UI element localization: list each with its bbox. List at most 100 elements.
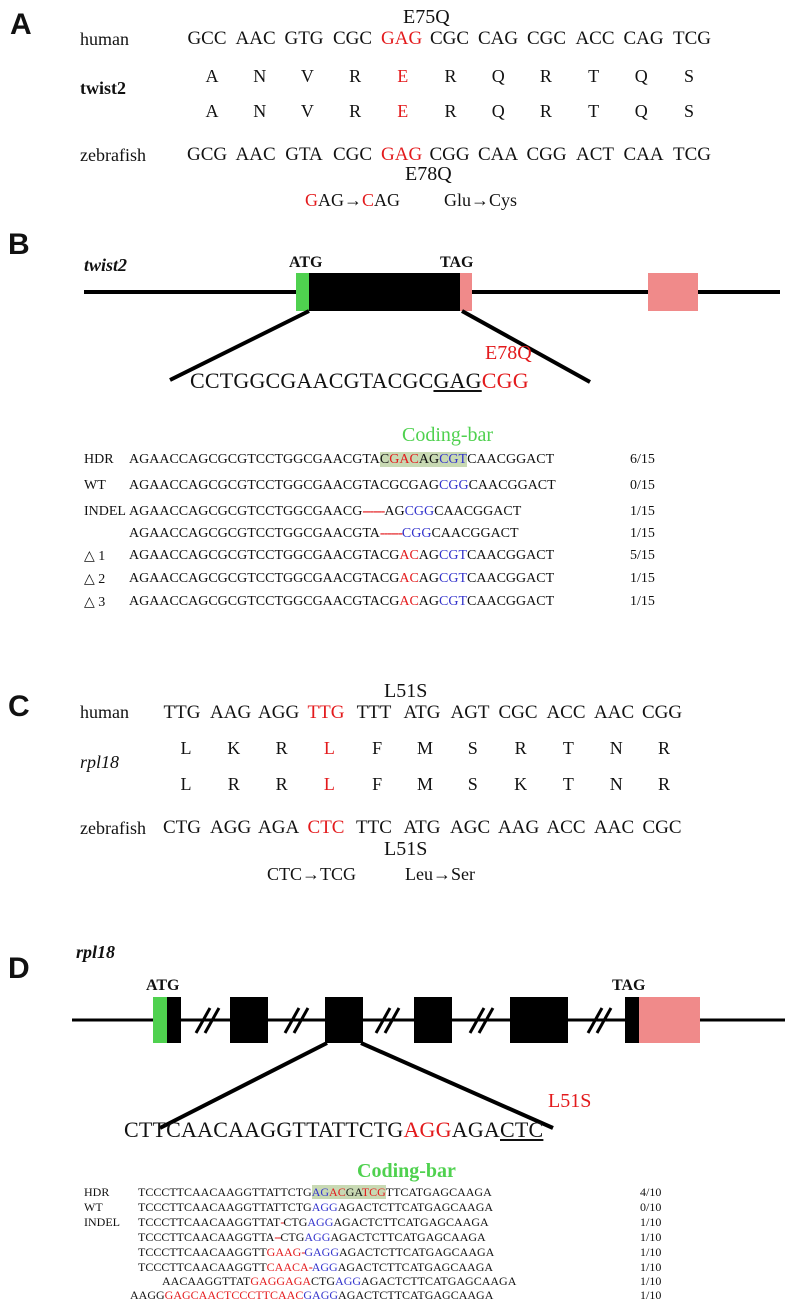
twist2-gene-structure xyxy=(84,273,780,384)
row-fraction-b-2: 1/15 xyxy=(630,504,655,519)
alignment-row-hdr-d: TCCCTTCAACAAGGTTATTCTGAGACGATCGTTCATGAGC… xyxy=(138,1185,492,1199)
zoom-line-right xyxy=(360,1041,554,1130)
human-aa-7: R xyxy=(539,66,552,86)
zoom-line-right xyxy=(461,309,591,384)
zebrafish-codon-c-7: AAG xyxy=(498,817,540,838)
alignment-row-7-d: AACAAGGTTATGAGGAGACTGAGGAGACTCTTCATGAGCA… xyxy=(162,1274,517,1288)
panel-label-c: C xyxy=(8,690,30,723)
zebrafish-aa-c-3: L xyxy=(323,774,335,794)
stop-codon-label: TAG xyxy=(440,254,474,271)
coding-bar-label-b: Coding-bar xyxy=(402,424,494,446)
zebrafish-aa-c-9: N xyxy=(609,774,623,794)
zebrafish-aa-8: T xyxy=(588,101,600,121)
human-codon-c-9: AAC xyxy=(594,702,635,723)
human-codon-c-6: AGT xyxy=(450,702,490,723)
zebrafish-codon-9: CAA xyxy=(623,144,664,165)
mutation-label-human-c: L51S xyxy=(384,680,428,702)
species-label-human: human xyxy=(80,29,129,49)
row-fraction-d-7: 1/10 xyxy=(640,1288,662,1302)
gene-name-rpl18: rpl18 xyxy=(76,942,116,962)
zebrafish-aa-c-6: S xyxy=(467,774,478,794)
zebrafish-aa-c-4: F xyxy=(372,774,383,794)
human-codon-5: CGC xyxy=(429,28,470,49)
panel-label-d: D xyxy=(8,952,30,985)
start-codon-label: ATG xyxy=(289,254,323,271)
row-label-d-1: WT xyxy=(84,1200,103,1214)
human-aa-4: E xyxy=(397,66,409,86)
mutation-label-human: E75Q xyxy=(403,6,450,28)
zebrafish-codon-c-6: AGC xyxy=(450,817,491,838)
human-aa-c-8: T xyxy=(562,738,574,758)
zebrafish-aa-2: V xyxy=(300,101,314,121)
human-codon-4: GAG xyxy=(381,28,423,49)
zebrafish-aa-1: N xyxy=(253,101,267,121)
human-aa-c-3: L xyxy=(323,738,335,758)
human-codon-c-8: ACC xyxy=(546,702,586,723)
zebrafish-codon-8: ACT xyxy=(576,144,614,165)
row-fraction-b-4: 5/15 xyxy=(630,548,655,563)
alignment-row-6-d: TCCCTTCAACAAGGTTCAACA-AGGAGACTCTTCATGAGC… xyxy=(138,1260,494,1274)
mutation-label-d: L51S xyxy=(548,1090,592,1112)
human-aa-8: T xyxy=(588,66,600,86)
stop-codon-label-d: TAG xyxy=(612,977,646,994)
species-label-human-c: human xyxy=(80,702,129,722)
alignment-row-indel1: AGAACCAGCGCGTCCTGGCGAACG------AGCGGCAACG… xyxy=(129,504,522,519)
zoom-line-left xyxy=(159,1041,328,1130)
human-aa-10: S xyxy=(683,66,694,86)
zebrafish-codon-4: GAG xyxy=(381,144,423,165)
zebrafish-codon-c-9: AAC xyxy=(594,817,635,838)
human-codon-10: TCG xyxy=(673,28,711,49)
rpl18-exon5 xyxy=(510,997,568,1043)
species-label-zebrafish: zebrafish xyxy=(80,145,146,165)
human-codon-9: CAG xyxy=(623,28,664,49)
rpl18-utr5 xyxy=(153,997,167,1043)
human-codon-2: GTG xyxy=(284,28,324,49)
row-label-b-1: WT xyxy=(84,478,106,493)
alignment-row-wt-d: TCCCTTCAACAAGGTTATTCTGAGGAGACTCTTCATGAGC… xyxy=(138,1200,494,1214)
rpl18-exon3 xyxy=(325,997,363,1043)
human-codon-0: GCC xyxy=(187,28,227,49)
human-codon-c-5: ATG xyxy=(403,702,441,723)
human-codon-c-2: AGG xyxy=(258,702,300,723)
target-sequence-b: CCTGGCGAACGTACGCGAGCGG xyxy=(190,368,529,393)
row-label-b-2: INDEL xyxy=(84,504,126,519)
species-label-zebrafish-c: zebrafish xyxy=(80,818,146,838)
rpl18-intron-breaks xyxy=(194,1007,613,1034)
zebrafish-aa-c-0: L xyxy=(180,774,192,794)
row-fraction-d-0: 4/10 xyxy=(640,1185,662,1199)
alignment-row-wt: AGAACCAGCGCGTCCTGGCGAACGTACGCGAGCGGCAACG… xyxy=(129,478,556,493)
panel-label-a: A xyxy=(10,8,32,41)
human-aa-0: A xyxy=(205,66,219,86)
mutation-label-zebrafish: E78Q xyxy=(405,163,452,185)
zebrafish-codon-c-4: TTC xyxy=(356,817,392,838)
panel-label-b: B xyxy=(8,228,30,261)
human-aa-c-2: R xyxy=(275,738,288,758)
human-codon-8: ACC xyxy=(575,28,615,49)
rpl18-utr3 xyxy=(639,997,700,1043)
start-codon-label-d: ATG xyxy=(146,977,180,994)
alignment-row-4-d: TCCCTTCAACAAGGTTA--CTGAGGAGACTCTTCATGAGC… xyxy=(138,1230,486,1244)
human-aa-6: Q xyxy=(491,66,505,86)
human-codon-c-10: CGG xyxy=(642,702,683,723)
row-fraction-d-6: 1/10 xyxy=(640,1274,662,1288)
zebrafish-codon-10: TCG xyxy=(673,144,711,165)
alignment-row-hdr: AGAACCAGCGCGTCCTGGCGAACGTACGACAGCGTCAACG… xyxy=(129,452,555,467)
twist2-coding-exon xyxy=(309,273,460,311)
zebrafish-codon-1: AAC xyxy=(235,144,276,165)
human-codon-c-0: TTG xyxy=(163,702,201,723)
zebrafish-codon-c-10: CGC xyxy=(642,817,682,838)
codon-change-c: CTC→TCG xyxy=(267,864,357,884)
zebrafish-aa-10: S xyxy=(683,101,694,121)
alignment-row-8-d: AAGGGAGCAACTCCCTTCAACGAGGAGACTCTTCATGAGC… xyxy=(130,1288,494,1302)
human-codon-c-7: CGC xyxy=(498,702,538,723)
human-codon-c-4: TTT xyxy=(356,702,392,723)
zebrafish-aa-c-8: T xyxy=(562,774,574,794)
alignment-row-3-d: TCCCTTCAACAAGGTTAT-CTGAGGAGACTCTTCATGAGC… xyxy=(138,1215,489,1229)
zebrafish-codon-2: GTA xyxy=(285,144,323,165)
alignment-row-d3: AGAACCAGCGCGTCCTGGCGAACGTACGACAGCGTCAACG… xyxy=(129,594,555,609)
zebrafish-codon-7: CGG xyxy=(526,144,567,165)
human-aa-c-6: S xyxy=(467,738,478,758)
row-fraction-d-4: 1/10 xyxy=(640,1245,662,1259)
row-fraction-d-5: 1/10 xyxy=(640,1260,662,1274)
